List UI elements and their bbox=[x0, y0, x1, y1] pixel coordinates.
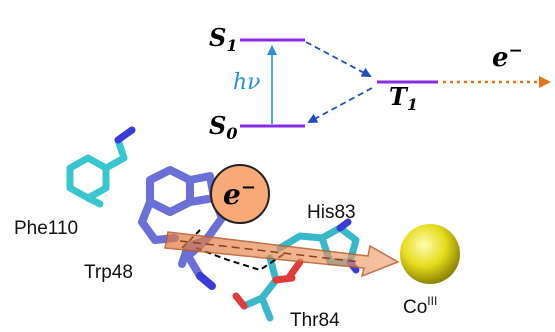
thr84-label: Thr84 bbox=[290, 310, 340, 331]
electron-transfer-arrow bbox=[164, 231, 400, 278]
thr84-residue bbox=[232, 254, 304, 322]
s0-label: S0 bbox=[209, 111, 237, 143]
cobalt-sphere bbox=[400, 224, 460, 284]
phe110-label: Phe110 bbox=[14, 218, 78, 239]
co-label: CoIII bbox=[403, 294, 437, 318]
svg-text:e−: e− bbox=[223, 177, 256, 211]
electron-bubble: e− bbox=[210, 164, 270, 224]
phe110-residue bbox=[66, 126, 136, 208]
t1-label: T1 bbox=[389, 82, 418, 114]
phosphorescence-arrow bbox=[307, 87, 373, 123]
transfer-arrow-centerline bbox=[179, 240, 361, 263]
trp48-residue bbox=[138, 166, 226, 290]
emitted-electron-label: e− bbox=[492, 41, 523, 73]
his83-label: His83 bbox=[307, 202, 356, 223]
s1-label: S1 bbox=[209, 23, 237, 55]
protein-structure bbox=[66, 126, 360, 322]
isc-arrow bbox=[305, 41, 372, 77]
hv-label: hν bbox=[233, 70, 261, 95]
energy-level-diagram: S1 S0 T1 hν e− bbox=[209, 23, 551, 143]
hbond-lines bbox=[195, 247, 285, 272]
trp48-label: Trp48 bbox=[84, 262, 133, 283]
